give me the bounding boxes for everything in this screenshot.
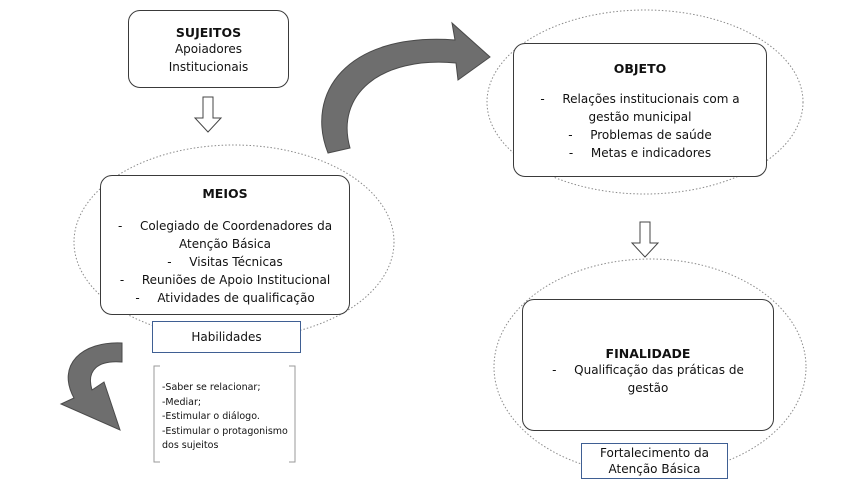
down-arrow-sujeitos (193, 96, 223, 133)
meios-item-text: Reuniões de Apoio Institucional (141, 273, 331, 287)
bullet-dash: - (540, 92, 545, 106)
sujeitos-line: Apoiadores (174, 42, 243, 56)
meios-title: MEIOS (202, 186, 248, 201)
meios-item: - Reuniões de Apoio Institucional (101, 271, 349, 289)
finalidade-item-text: Qualificação das práticas de (574, 363, 744, 377)
habilidades-item: -Estimular o protagonismo (162, 425, 288, 437)
bullet-dash: - (167, 255, 172, 269)
fortalecimento-line: Fortalecimento da (600, 446, 709, 460)
sujeitos-box: SUJEITOS Apoiadores Institucionais (128, 10, 289, 88)
habilidades-item: -Saber se relacionar; (162, 382, 261, 393)
finalidade-item: - Qualificação das práticas de (523, 361, 773, 379)
objeto-item: - Problemas de saúde (514, 126, 766, 144)
finalidade-title: FINALIDADE (605, 346, 691, 361)
meios-box: MEIOS - Colegiado de Coordenadores da Ate… (100, 175, 350, 315)
meios-item: - Atividades de qualificação (101, 289, 349, 307)
bullet-dash: - (135, 291, 140, 305)
objeto-item: - Relações institucionais com a (514, 90, 766, 108)
meios-item-text: Atividades de qualificação (157, 291, 315, 305)
objeto-item: - Metas e indicadores (514, 144, 766, 162)
finalidade-item: gestão (627, 381, 669, 395)
bullet-dash: - (117, 219, 123, 233)
habilidades-item: -Estimular o diálogo. (162, 411, 260, 422)
objeto-ellipse (486, 9, 804, 195)
down-arrow-objeto (630, 221, 660, 258)
habilidades-label: Habilidades (152, 321, 301, 353)
objeto-item-text: Problemas de saúde (590, 128, 712, 142)
bullet-dash: - (568, 146, 574, 160)
objeto-item-text: Metas e indicadores (590, 146, 712, 160)
meios-item: Atenção Básica (179, 237, 271, 251)
sujeitos-title: SUJEITOS (175, 25, 242, 40)
sujeitos-line: Institucionais (168, 60, 249, 74)
meios-item-text: Colegiado de Coordenadores da (139, 219, 333, 233)
fortalecimento-label: Fortalecimento da Atenção Básica (581, 443, 728, 479)
objeto-title: OBJETO (613, 61, 667, 76)
fortalecimento-line: Atenção Básica (608, 462, 701, 476)
meios-item: - Colegiado de Coordenadores da (101, 217, 349, 235)
bullet-dash: - (119, 273, 125, 287)
objeto-box: OBJETO - Relações institucionais com a ge… (513, 43, 767, 177)
meios-item-text: Visitas Técnicas (189, 255, 283, 269)
bullet-dash: - (552, 363, 557, 377)
habilidades-item: dos sujeitos (162, 440, 219, 451)
habilidades-list: -Saber se relacionar; -Mediar; -Estimula… (162, 381, 292, 454)
bullet-dash: - (568, 128, 573, 142)
curved-arrow-to-objeto (321, 21, 491, 154)
objeto-item-text: Relações institucionais com a (562, 92, 740, 106)
habilidades-item: -Mediar; (162, 396, 202, 408)
objeto-item: gestão municipal (588, 110, 692, 124)
finalidade-box: FINALIDADE - Qualificação das práticas de… (522, 299, 774, 431)
meios-item: - Visitas Técnicas (101, 253, 349, 271)
meios-ellipse (73, 144, 395, 340)
finalidade-ellipse (493, 258, 807, 476)
habilidades-bracket (153, 365, 296, 463)
curved-arrow-to-habilidades (59, 342, 123, 431)
